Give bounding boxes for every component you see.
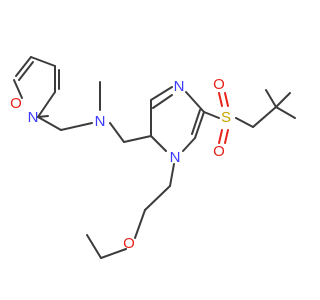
bond — [235, 117, 254, 128]
bond — [194, 111, 205, 139]
atom-sulfonyl-o-top: O — [213, 76, 225, 93]
bond — [203, 111, 220, 119]
bond — [37, 91, 56, 118]
atom-ether-o: O — [123, 235, 135, 252]
bonds — [13, 56, 296, 259]
atom-isox-n: N — [28, 109, 39, 126]
bond — [18, 61, 34, 81]
bond — [123, 135, 152, 143]
atom-sulfonyl-o-bottom: O — [213, 143, 225, 160]
molecule-diagram: O N N N N S O O O — [10, 56, 296, 259]
atom-imidazole-n3: N — [174, 78, 185, 95]
bond — [150, 86, 173, 101]
bond — [100, 248, 127, 259]
bond — [13, 79, 23, 99]
atom-labels: O N N N N S O O O — [10, 76, 231, 252]
bond — [60, 122, 93, 131]
bond — [224, 129, 229, 144]
bond — [15, 56, 32, 77]
bond — [37, 116, 62, 131]
bond — [218, 129, 223, 144]
bond — [169, 163, 175, 187]
bond — [224, 92, 229, 107]
atom-amine-n: N — [95, 113, 106, 130]
bond — [218, 92, 223, 107]
bond — [252, 106, 277, 128]
bond — [109, 122, 125, 143]
bond — [185, 91, 205, 113]
bond — [134, 209, 146, 239]
bond — [265, 89, 277, 108]
bond — [30, 56, 56, 67]
atom-imidazole-n1: N — [170, 149, 181, 166]
atom-isox-o: O — [10, 95, 22, 112]
bond — [275, 106, 296, 119]
bond — [182, 137, 196, 152]
bond — [152, 94, 173, 109]
bond — [86, 234, 102, 259]
bond — [191, 109, 201, 135]
bond — [150, 135, 167, 152]
bond — [275, 92, 291, 108]
atom-sulfonyl-s: S — [221, 109, 231, 126]
structure-svg: O N N N N S O O O — [10, 56, 296, 259]
bond — [144, 185, 171, 211]
